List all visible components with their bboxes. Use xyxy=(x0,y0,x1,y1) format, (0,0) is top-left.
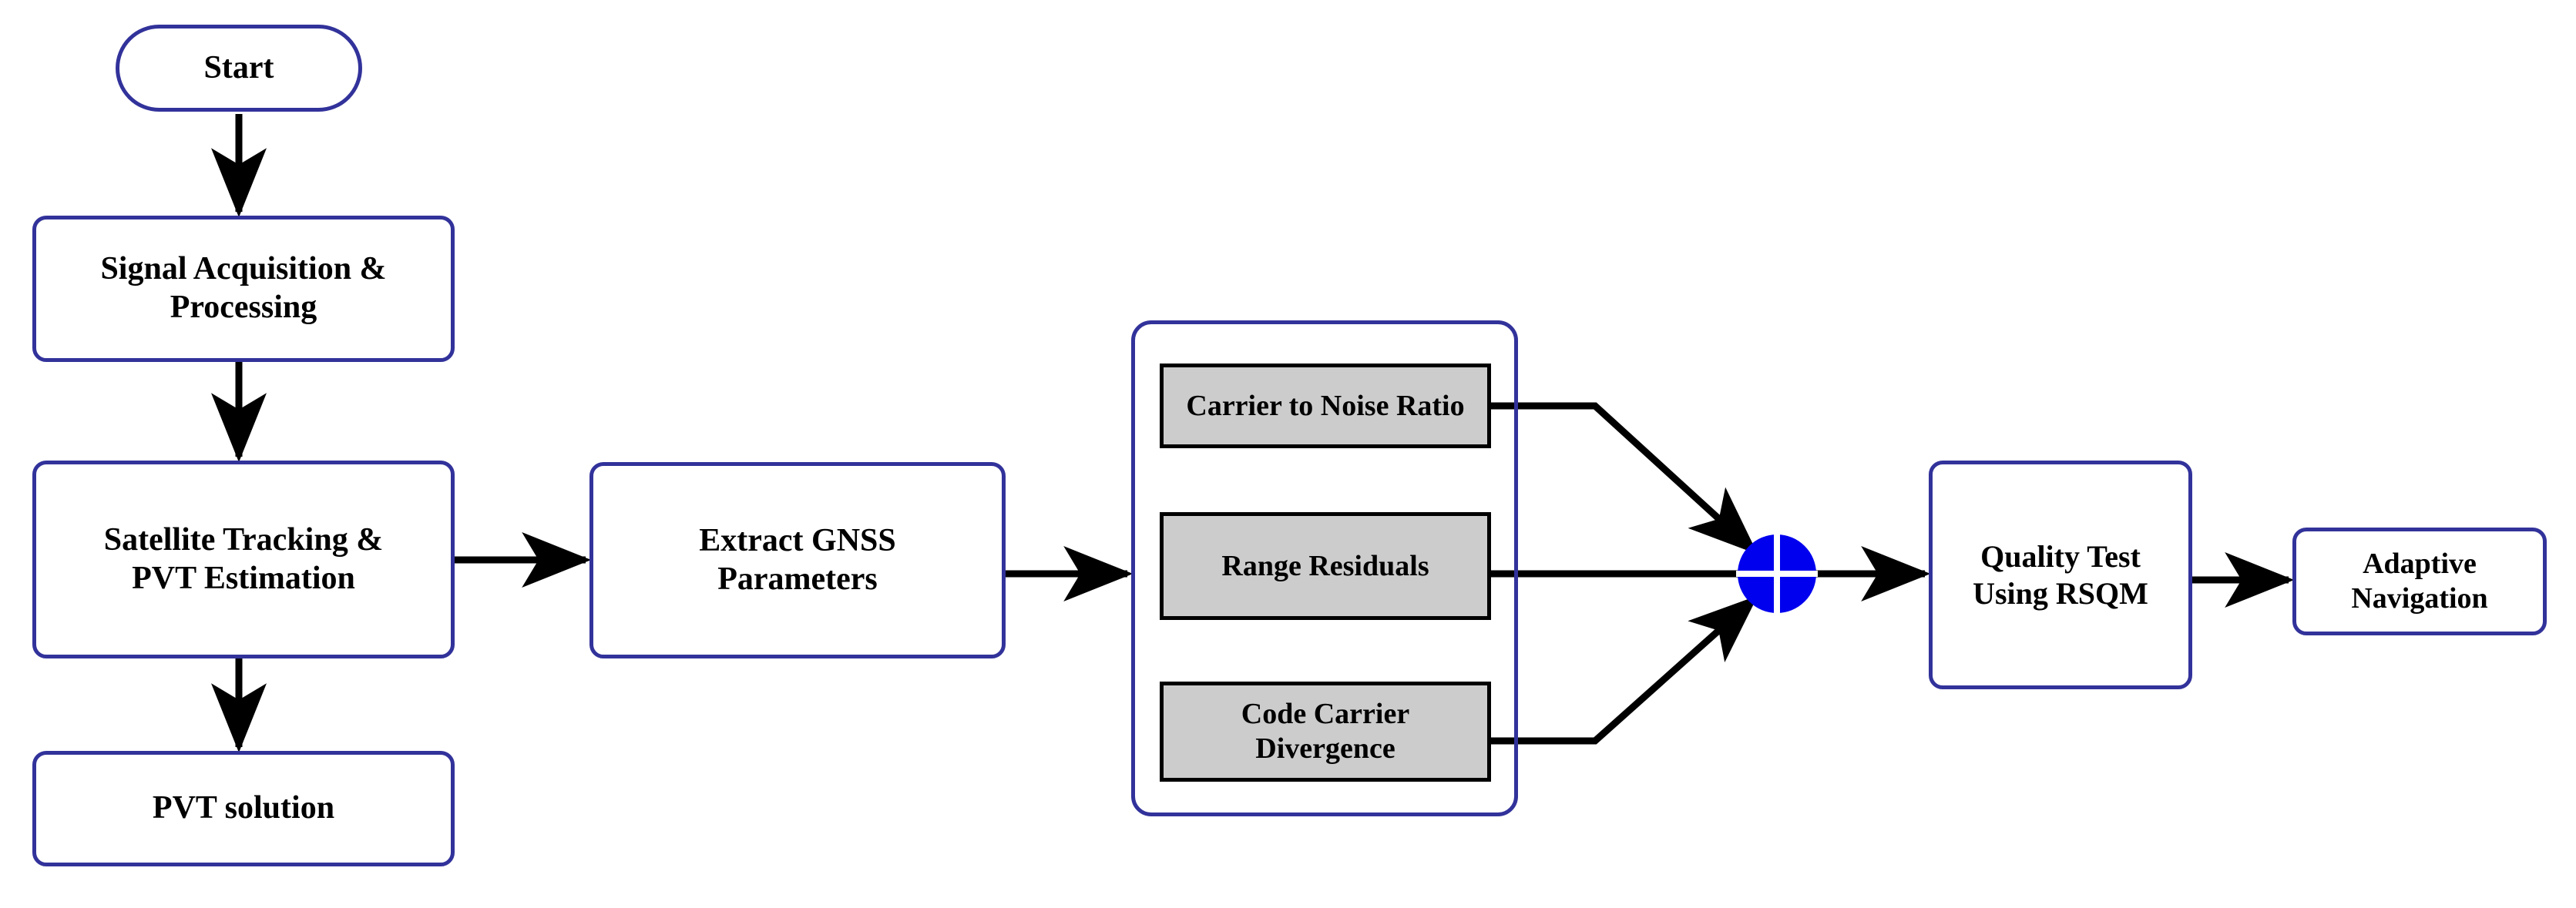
metric-range-residuals[interactable]: Range Residuals xyxy=(1160,512,1491,620)
edge-ccd-to-summing-junction xyxy=(1491,595,1758,745)
node-metrics-group xyxy=(1131,320,1518,816)
node-pvt-solution-label: PVT solution xyxy=(152,790,335,826)
node-extract-gnss-parameters[interactable]: Extract GNSS Parameters xyxy=(589,462,1006,658)
edge-cn0-to-summing-junction xyxy=(1491,402,1758,555)
node-signal-acquisition-label: Signal Acquisition & Processing xyxy=(100,251,387,325)
metric-carrier-to-noise-ratio[interactable]: Carrier to Noise Ratio xyxy=(1160,364,1491,448)
node-extract-gnss-parameters-label: Extract GNSS Parameters xyxy=(699,522,896,597)
node-signal-acquisition[interactable]: Signal Acquisition & Processing xyxy=(32,216,455,362)
node-start-label: Start xyxy=(203,49,274,85)
node-quality-test-using-rsqm[interactable]: Quality Test Using RSQM xyxy=(1929,461,2192,689)
node-start[interactable]: Start xyxy=(116,25,362,112)
metric-code-carrier-divergence[interactable]: Code Carrier Divergence xyxy=(1160,682,1491,782)
metric-carrier-to-noise-ratio-label: Carrier to Noise Ratio xyxy=(1186,389,1465,422)
node-satellite-tracking-label: Satellite Tracking & PVT Estimation xyxy=(103,521,384,596)
node-adaptive-navigation[interactable]: Adaptive Navigation xyxy=(2292,528,2547,635)
node-adaptive-navigation-label: Adaptive Navigation xyxy=(2351,548,2488,615)
node-pvt-solution[interactable]: PVT solution xyxy=(32,751,455,866)
node-quality-test-using-rsqm-label: Quality Test Using RSQM xyxy=(1973,539,2148,611)
metric-code-carrier-divergence-label: Code Carrier Divergence xyxy=(1241,698,1410,765)
node-satellite-tracking[interactable]: Satellite Tracking & PVT Estimation xyxy=(32,461,455,658)
summing-junction-icon xyxy=(1736,533,1818,615)
metric-range-residuals-label: Range Residuals xyxy=(1221,549,1429,582)
